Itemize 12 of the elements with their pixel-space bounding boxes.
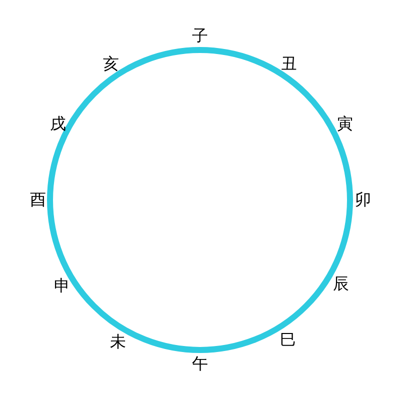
branch-label: 辰 (333, 275, 349, 293)
branch-label: 卯 (355, 191, 371, 209)
branch-label: 午 (192, 355, 208, 373)
branch-label: 戌 (50, 115, 66, 133)
branch-label: 申 (54, 277, 70, 295)
branch-label: 未 (110, 333, 126, 351)
branch-label: 寅 (337, 115, 353, 133)
branch-label: 亥 (103, 55, 119, 73)
branch-label: 巳 (280, 331, 296, 349)
branch-label: 丑 (281, 55, 297, 73)
branch-label: 子 (192, 27, 208, 45)
branch-label: 酉 (30, 191, 46, 209)
